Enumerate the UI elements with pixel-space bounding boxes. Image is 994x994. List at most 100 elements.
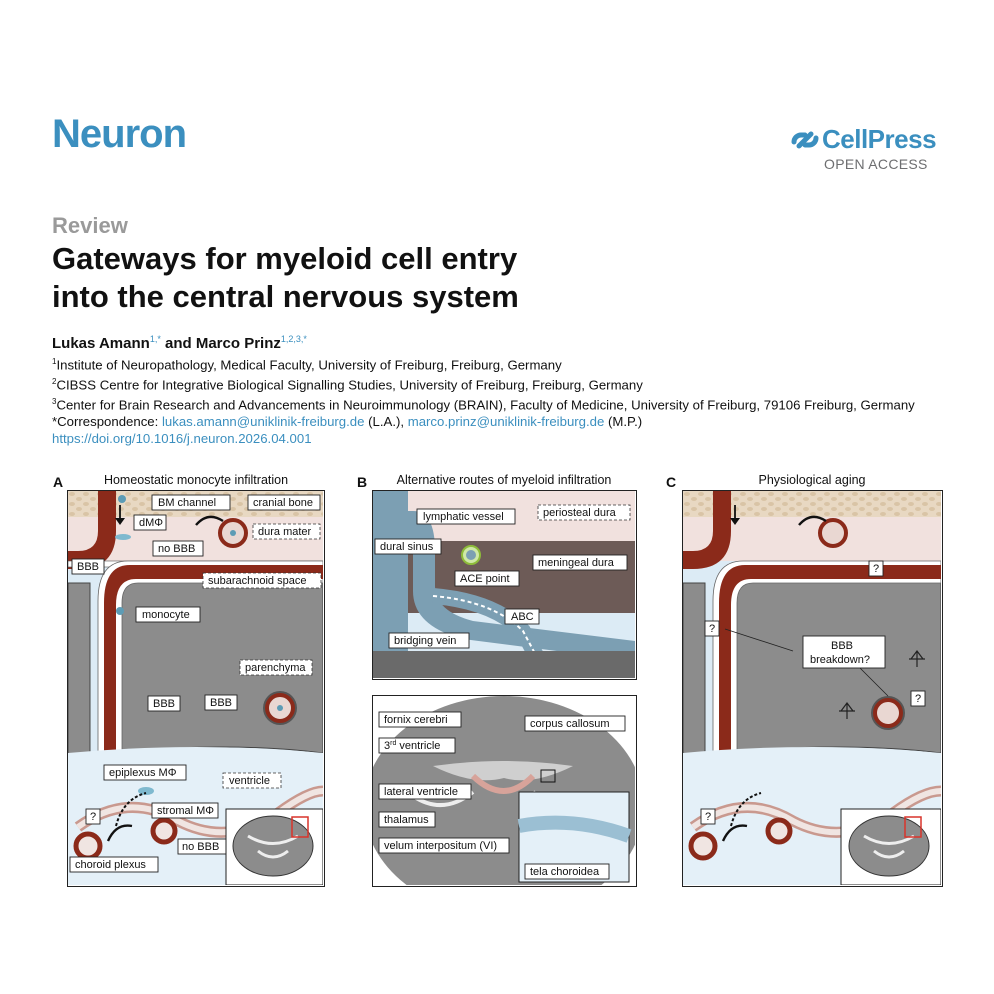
- label-velum: velum interpositum (VI): [378, 837, 510, 854]
- panel-a-figure: BM channel cranial bone dMΦ dura mater n…: [67, 490, 325, 887]
- title-line-1: Gateways for myeloid cell entry: [52, 241, 518, 276]
- label-lateral-ventricle: lateral ventricle: [378, 783, 472, 800]
- c-dural-vessel: [818, 518, 848, 548]
- panel-b-letter: B: [357, 474, 368, 490]
- label-bridging-vein: bridging vein: [388, 632, 470, 649]
- panel-a-letter: A: [53, 474, 64, 490]
- c-bm-arrowhead: [730, 518, 740, 525]
- svg-text:BBB: BBB: [831, 640, 853, 652]
- svg-text:?: ?: [709, 623, 715, 635]
- affiliation-1-number: 1: [52, 357, 57, 366]
- svg-text:ventricle: ventricle: [229, 775, 270, 787]
- label-c-question-left: ?: [704, 620, 720, 637]
- dmphi-cell: [115, 534, 131, 540]
- c-bm-channel: [683, 491, 731, 569]
- bridging-vein-wall: [432, 595, 549, 679]
- dural-cell: [230, 530, 236, 536]
- correspondence: *Correspondence: lukas.amann@uniklinik-f…: [52, 414, 942, 431]
- svg-text:fornix cerebri: fornix cerebri: [384, 714, 448, 726]
- label-dural-sinus: dural sinus: [374, 538, 442, 555]
- brain-inset-highlight: [291, 816, 309, 838]
- panel-b-upper-illustration: lymphatic vessel periosteal dura dural s…: [373, 491, 635, 679]
- c-parenchymal-vessel: [873, 698, 903, 728]
- panel-b-title: Alternative routes of myeloid infiltrati…: [396, 473, 612, 487]
- svg-text:epiplexus MΦ: epiplexus MΦ: [109, 767, 177, 779]
- label-monocyte: monocyte: [135, 606, 201, 623]
- panel-b-lower-illustration: fornix cerebri corpus callosum 3rd ventr…: [373, 696, 636, 886]
- label-thalamus: thalamus: [378, 811, 436, 828]
- svg-text:tela choroidea: tela choroidea: [530, 866, 600, 878]
- svg-text:BBB: BBB: [77, 561, 99, 573]
- author-1[interactable]: Lukas Amann: [52, 335, 150, 352]
- brain-inset-ventricles: [247, 834, 299, 859]
- svg-text:BBB: BBB: [153, 698, 175, 710]
- svg-text:BBB: BBB: [210, 697, 232, 709]
- c-brain-inset-section: [848, 815, 930, 877]
- c-choroid-arrow: [721, 824, 748, 842]
- bm-arrowhead: [115, 518, 125, 525]
- label-lymphatic: lymphatic vessel: [416, 508, 516, 525]
- publisher-name: CellPress: [822, 124, 937, 154]
- author-1-affiliation[interactable]: 1,*: [149, 334, 161, 344]
- corpus-callosum-shape: [433, 761, 573, 781]
- c-brain-inset-ventricles: [863, 834, 915, 859]
- panel-c-title: Physiological aging: [758, 473, 866, 487]
- label-abc: ABC: [504, 608, 540, 625]
- choroid-vessel-left: [73, 831, 103, 861]
- monocyte-cell: [116, 607, 124, 615]
- brain-inset-section: [232, 815, 314, 877]
- svg-text:bridging vein: bridging vein: [394, 635, 456, 647]
- panel-a-illustration: BM channel cranial bone dMΦ dura mater n…: [68, 491, 324, 886]
- label-bbb-top: BBB: [71, 558, 105, 575]
- correspondence-label: *Correspondence:: [52, 413, 162, 429]
- author-2[interactable]: Marco Prinz: [195, 335, 281, 352]
- label-epiplexus: epiplexus MΦ: [103, 764, 187, 781]
- tela-choroidea-band: [517, 815, 632, 843]
- svg-text:choroid plexus: choroid plexus: [75, 859, 146, 871]
- panel-a-title: Homeostatic monocyte infiltration: [103, 473, 289, 487]
- svg-text:lateral ventricle: lateral ventricle: [384, 786, 458, 798]
- choroid-arrow: [106, 824, 133, 842]
- label-third-ventricle: 3rd ventricle: [378, 737, 456, 754]
- c-choroid-stroma: [691, 788, 942, 836]
- affiliation-3-number: 3: [52, 396, 57, 406]
- svg-text:3rd ventricle: 3rd ventricle: [384, 740, 440, 752]
- author-list: Lukas Amann1,* and Marco Prinz1,2,3,*: [52, 334, 307, 352]
- affiliation-3-text: Center for Brain Research and Advancemen…: [56, 397, 915, 413]
- svg-text:?: ?: [90, 811, 96, 823]
- inset-marker: [540, 769, 556, 783]
- c-choroid-vessel-left: [688, 831, 718, 861]
- label-meningeal: meningeal dura: [532, 554, 628, 571]
- svg-text:corpus callosum: corpus callosum: [530, 718, 609, 730]
- panel-b-lower-figure: fornix cerebri corpus callosum 3rd ventr…: [372, 695, 637, 887]
- email-link-1[interactable]: lukas.amann@uniklinik-freiburg.de: [161, 413, 365, 429]
- svg-text:no BBB: no BBB: [182, 841, 219, 853]
- parenchymal-cell: [277, 705, 283, 711]
- open-access-tag: OPEN ACCESS: [824, 156, 928, 172]
- author-conjunction: and: [160, 335, 196, 352]
- bm-monocyte-cell: [118, 495, 126, 503]
- svg-text:lymphatic vessel: lymphatic vessel: [423, 511, 504, 523]
- doi-link[interactable]: https://doi.org/10.1016/j.neuron.2026.04…: [52, 430, 312, 446]
- dura-arrow: [195, 515, 224, 526]
- affiliation-2-text: CIBSS Centre for Integrative Biological …: [56, 377, 643, 393]
- lymphatic-lumen: [466, 550, 476, 560]
- svg-text:?: ?: [705, 811, 711, 823]
- svg-text:dura mater: dura mater: [258, 526, 312, 538]
- label-subarachnoid: subarachnoid space: [202, 572, 322, 589]
- panel-b-upper-figure: lymphatic vessel periosteal dura dural s…: [372, 490, 637, 680]
- affiliations: 1Institute of Neuropathology, Medical Fa…: [52, 354, 942, 447]
- affiliation-1-text: Institute of Neuropathology, Medical Fac…: [56, 357, 562, 373]
- label-c-question-bottom: ?: [700, 808, 716, 825]
- label-question-a: ?: [85, 808, 101, 825]
- label-choroid-plexus: choroid plexus: [69, 856, 159, 873]
- label-tela: tela choroidea: [524, 863, 610, 880]
- title-line-2: into the central nervous system: [52, 279, 519, 314]
- svg-text:periosteal dura: periosteal dura: [543, 507, 617, 519]
- dural-sinus: [373, 511, 635, 661]
- label-no-bbb-bottom: no BBB: [177, 838, 227, 855]
- email-link-2[interactable]: marco.prinz@uniklinik-freiburg.de: [407, 413, 605, 429]
- author-2-affiliation[interactable]: 1,2,3,*: [280, 334, 307, 344]
